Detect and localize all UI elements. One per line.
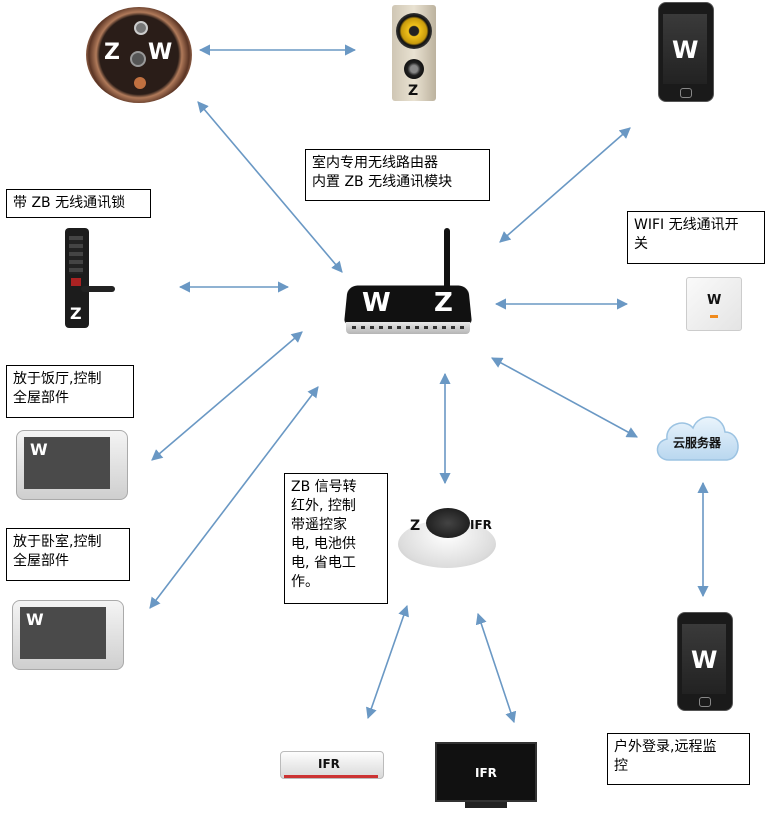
cloud-icon <box>656 416 739 461</box>
tablet-bedroom-w-mark: W <box>26 610 44 629</box>
wifi-switch-label: WIFI 无线通讯开 关 <box>627 211 765 264</box>
lock-label: 带 ZB 无线通讯锁 <box>6 189 151 218</box>
wireless-router: W Z <box>342 228 474 346</box>
arrow-tablet2-router <box>149 386 319 609</box>
router-w-mark: W <box>362 288 391 318</box>
speaker-z-mark: Z <box>408 83 419 99</box>
smartphone-top: W <box>658 2 714 102</box>
smartphone-outdoor: W <box>677 612 733 711</box>
ir-hub-label: ZB 信号转 红外, 控制 带遥控家 电, 电池供 电, 省电工 作。 <box>284 473 388 604</box>
doorbell-z-mark: Z <box>104 40 120 65</box>
phone-bottom-w-mark: W <box>691 646 718 674</box>
router-z-mark: Z <box>434 288 453 318</box>
television: IFR <box>435 742 537 808</box>
cloud-label: 云服务器 <box>673 436 722 450</box>
wifi-wall-switch: W <box>686 277 742 331</box>
speaker: Z <box>392 5 436 101</box>
outdoor-phone-label: 户外登录,远程监 控 <box>607 733 750 785</box>
cloud-server: 云服务器 <box>651 406 745 468</box>
control-tablet-bedroom: W <box>12 600 124 670</box>
arrow-hub-aircon <box>366 604 409 720</box>
switch-w-mark: W <box>707 293 722 308</box>
aircon-ifr-mark: IFR <box>318 757 340 771</box>
arrow-tablet1-router <box>151 331 303 461</box>
tablet-dining-label: 放于饭厅,控制 全屋部件 <box>6 365 134 418</box>
arrow-doorbell-router <box>197 101 343 273</box>
router-label: 室内专用无线路由器 内置 ZB 无线通讯模块 <box>305 149 490 201</box>
air-conditioner: IFR <box>280 751 384 781</box>
arrow-phone-router <box>499 127 631 243</box>
arrow-router-cloud <box>491 357 638 438</box>
smart-doorbell: Z W <box>86 7 192 103</box>
doorbell-w-mark: W <box>148 40 173 65</box>
tv-ifr-mark: IFR <box>475 766 497 780</box>
zb-ir-hub: Z IFR <box>398 502 496 570</box>
tablet-bedroom-label: 放于卧室,控制 全屋部件 <box>6 528 130 581</box>
control-tablet-dining: W <box>16 430 128 500</box>
phone-top-w-mark: W <box>672 36 699 64</box>
tablet-dining-w-mark: W <box>30 440 48 459</box>
hub-z-mark: Z <box>410 518 421 534</box>
arrow-hub-tv <box>475 612 517 724</box>
hub-ifr-mark: IFR <box>470 518 492 532</box>
lock-z-mark: Z <box>70 304 82 323</box>
smart-door-lock: Z <box>63 228 115 330</box>
